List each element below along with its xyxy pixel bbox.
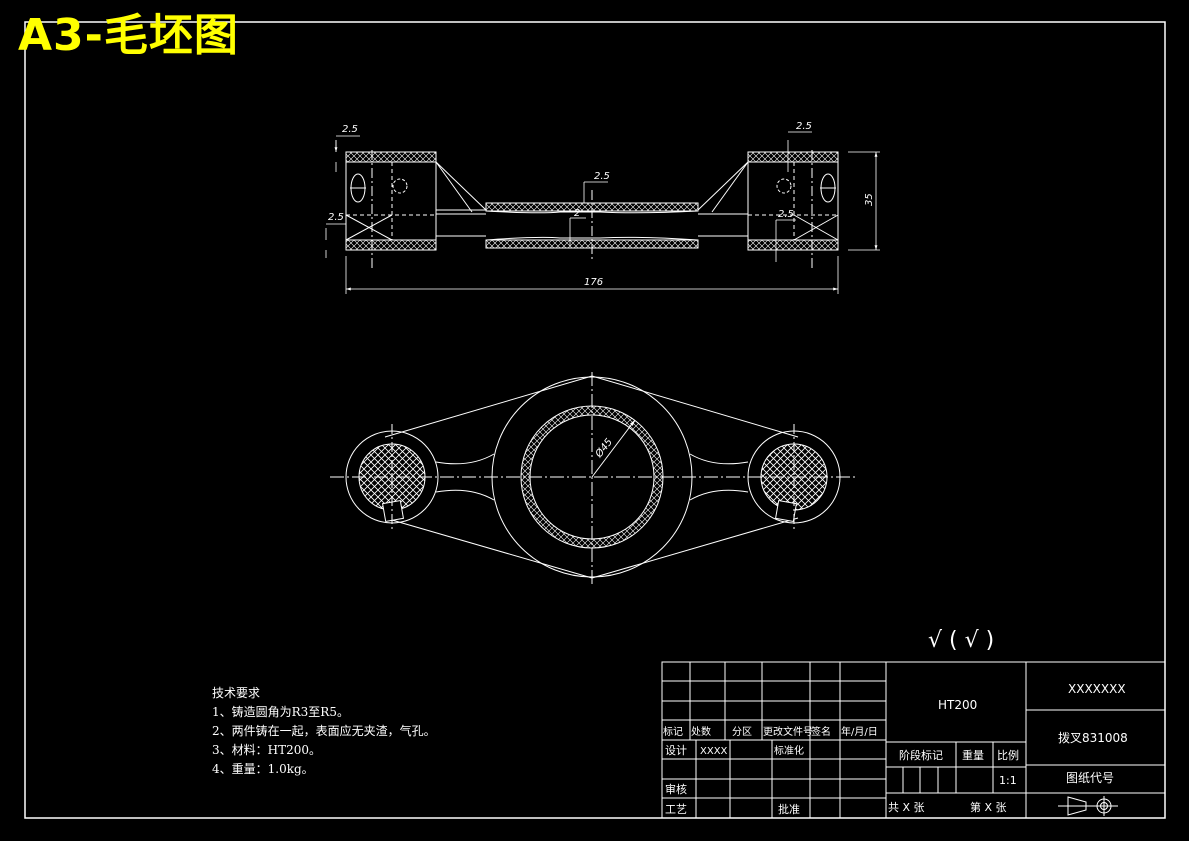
dim-wall-right-top: 2.5: [796, 121, 812, 132]
tech-note-1: 1、铸造圆角为R3至R5。: [212, 705, 349, 719]
revision-header-row: 标记处数 分区更改文件号签名年/月/日: [663, 725, 878, 738]
title-approve-label: 批准: [778, 802, 800, 816]
title-design-label: 设计: [665, 744, 687, 757]
top-view: [330, 372, 856, 584]
tech-note-3: 3、材料：HT200。: [212, 743, 322, 757]
dim-wall-left-top: 2.5: [342, 124, 358, 135]
title-weight-label: 重量: [962, 748, 984, 762]
title-company: XXXXXXX: [1068, 682, 1126, 696]
front-dimension-text: 2.5 2.5 2.5 2.5 2.5 2 176 35: [328, 121, 875, 288]
rev-header-cell: 年/月/日: [841, 725, 878, 738]
title-part-name: 拨叉831008: [1058, 731, 1128, 745]
title-check-label: 审核: [665, 782, 687, 796]
dim-wall-left-bottom: 2.5: [328, 212, 344, 223]
tech-notes-heading: 技术要求: [212, 686, 261, 700]
dim-rib-center: 2: [574, 208, 580, 219]
dim-wall-right-bottom: 2.5: [778, 209, 794, 220]
rev-header-cell: 标记: [663, 726, 683, 738]
title-designer: XXXX: [700, 746, 728, 757]
rev-header-cell: 处数: [691, 725, 711, 738]
title-stage-label: 阶段标记: [899, 748, 943, 762]
dim-length: 176: [584, 277, 603, 288]
technical-notes: 技术要求 1、铸造圆角为R3至R5。 2、两件铸在一起，表面应无夹渣，气孔。 3…: [212, 684, 436, 779]
sheet-border: [24, 21, 1166, 819]
projection-symbol-icon: [1067, 796, 1087, 816]
sheet-title: A3-毛坯图: [18, 10, 239, 61]
title-block: [661, 661, 1166, 819]
rev-header-cell: 签名: [811, 725, 831, 738]
front-section-view: [345, 150, 839, 268]
title-drawing-code: 图纸代号: [1066, 771, 1114, 785]
dim-height: 35: [864, 193, 875, 206]
title-scale-label: 比例: [997, 748, 1019, 762]
title-block-text: HT200 XXXXXXX 拨叉831008 图纸代号 设计 XXXX 标准化 …: [665, 682, 1128, 816]
dim-rib-top: 2.5: [594, 171, 610, 182]
title-standardization: 标准化: [774, 744, 804, 757]
title-process-label: 工艺: [665, 803, 687, 816]
tech-note-2: 2、两件铸在一起，表面应无夹渣，气孔。: [212, 724, 436, 738]
title-material: HT200: [938, 698, 977, 712]
title-sheet-no: 第 X 张: [970, 800, 1007, 814]
tech-note-4: 4、重量：1.0kg。: [212, 762, 314, 776]
surface-roughness-symbol: √ ( √ ): [928, 628, 994, 653]
front-dimensions: [325, 131, 880, 294]
title-total-sheets: 共 X 张: [888, 801, 925, 814]
rev-header-cell: 更改文件号: [763, 725, 813, 738]
title-scale: 1:1: [999, 774, 1017, 787]
rev-header-cell: 分区: [732, 726, 752, 738]
